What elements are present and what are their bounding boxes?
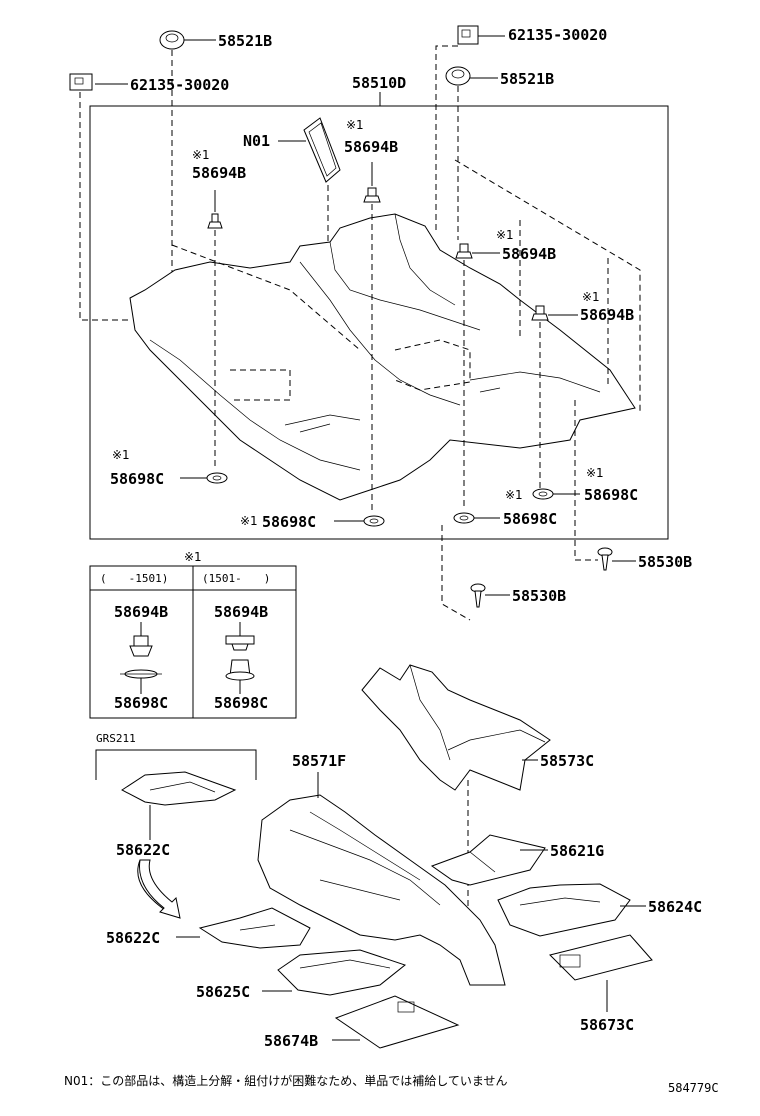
screw-icon: [597, 547, 613, 571]
grommet-icon: [532, 488, 554, 500]
part-label-58521B[interactable]: 58521B: [218, 32, 273, 50]
part-label-58698C[interactable]: 58698C: [584, 486, 639, 504]
pad-icon: [303, 117, 341, 183]
part-label-58571F[interactable]: 58571F: [292, 752, 347, 770]
floor-panel: [277, 949, 407, 996]
grommet-icon: [453, 512, 475, 524]
part-label-58673C[interactable]: 58673C: [580, 1016, 635, 1034]
inset-column-left: ( -1501): [100, 572, 169, 585]
part-label-58694B[interactable]: 58694B: [502, 245, 557, 263]
part-label-58624C[interactable]: 58624C: [648, 898, 703, 916]
note-mark: ※1: [192, 148, 210, 162]
clip-icon: [225, 635, 255, 651]
footnote: N01：この部品は、構造上分解・組付けが困難なため、単品では補給していません: [64, 1074, 508, 1088]
part-label-58573C[interactable]: 58573C: [540, 752, 595, 770]
clip-icon: [455, 243, 473, 259]
main-frame: [89, 105, 669, 540]
clip-icon: [531, 305, 549, 321]
inset-part-58698C[interactable]: 58698C: [214, 694, 269, 712]
clip-icon: [129, 635, 153, 657]
note-mark: ※1: [582, 290, 600, 304]
part-label-58530B[interactable]: 58530B: [638, 553, 693, 571]
floor-silencer: [257, 794, 506, 986]
inset-part-58694B[interactable]: 58694B: [114, 603, 169, 621]
note-mark: ※1: [112, 448, 130, 462]
clip-icon: [69, 73, 93, 91]
group-label: GRS211: [96, 732, 136, 745]
part-label-58625C[interactable]: 58625C: [196, 983, 251, 1001]
part-label-58698C[interactable]: 58698C: [503, 510, 558, 528]
grommet-icon: [445, 66, 471, 86]
grommet-icon: [363, 515, 385, 527]
inset-column-right: (1501- ): [202, 572, 271, 585]
grommet-icon: [225, 659, 255, 681]
part-label-58510D[interactable]: 58510D: [352, 74, 407, 92]
arrow-icon: [137, 859, 181, 919]
note-mark: ※1: [346, 118, 364, 132]
part-label-62135-30020[interactable]: 62135-30020: [508, 26, 608, 44]
part-label-58698C[interactable]: 58698C: [262, 513, 317, 531]
tunnel-insulator: [361, 664, 551, 791]
part-label-62135-30020[interactable]: 62135-30020: [130, 76, 230, 94]
part-label-58694B[interactable]: 58694B: [344, 138, 399, 156]
floor-panel: [497, 883, 631, 937]
grommet-icon: [159, 30, 185, 50]
screw-icon: [470, 583, 486, 608]
note-mark: ※1: [496, 228, 514, 242]
floor-panel: [198, 907, 311, 949]
grommet-icon: [206, 472, 228, 484]
part-label-58694B[interactable]: 58694B: [192, 164, 247, 182]
part-label-58521B[interactable]: 58521B: [500, 70, 555, 88]
note-mark: ※1: [505, 488, 523, 502]
floor-panel: [334, 995, 460, 1049]
floor-panel: [430, 834, 546, 886]
part-label-58694B[interactable]: 58694B: [580, 306, 635, 324]
note-mark: ※1: [240, 514, 258, 528]
part-label-58622C[interactable]: 58622C: [106, 929, 161, 947]
part-label-58622C[interactable]: 58622C: [116, 841, 171, 859]
floor-panel: [121, 771, 237, 806]
part-label-58674B[interactable]: 58674B: [264, 1032, 319, 1050]
inset-part-58698C[interactable]: 58698C: [114, 694, 169, 712]
part-label-58621G[interactable]: 58621G: [550, 842, 605, 860]
inset-part-58694B[interactable]: 58694B: [214, 603, 269, 621]
diagram-code: 584779C: [668, 1081, 719, 1095]
part-label-N01[interactable]: N01: [243, 132, 271, 150]
clip-icon: [457, 25, 479, 45]
part-label-58698C[interactable]: 58698C: [110, 470, 165, 488]
floor-carpet-assembly: [129, 213, 636, 501]
floor-panel: [549, 934, 653, 981]
note-mark: ※1: [586, 466, 604, 480]
inset-title-mark: ※1: [184, 550, 202, 564]
clip-icon: [363, 187, 381, 203]
part-label-58530B[interactable]: 58530B: [512, 587, 567, 605]
clip-icon: [207, 213, 223, 229]
